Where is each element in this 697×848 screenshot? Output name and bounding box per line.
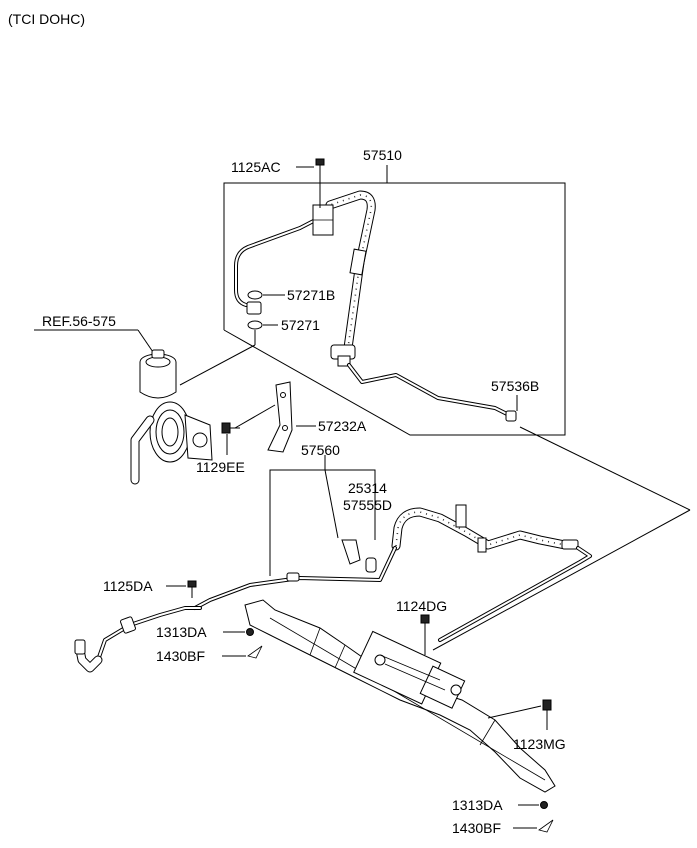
nut-1313da-b [540,801,548,809]
label-57271b: 57271B [287,287,335,303]
left-hose [74,606,202,673]
nut-1313da-a [246,628,254,636]
label-57271: 57271 [281,317,320,333]
label-1125da: 1125DA [103,578,153,594]
bolt-1123mg [487,699,552,730]
bracket-57232a [267,381,293,453]
return-hose-57560 [193,504,592,642]
gasket-57271 [247,320,263,330]
power-steering-pump [130,349,213,485]
pressure-hose-57510 [234,190,376,367]
label-57536b: 57536B [491,378,539,394]
pin-1430bf-a [247,645,263,659]
label-57555d: 57555D [343,497,392,513]
label-1124dg: 1124DG [396,598,447,614]
leader-57271-pump [179,344,256,386]
label-57510: 57510 [363,147,402,163]
bolt-1125da [187,580,197,598]
label-57560: 57560 [301,442,340,458]
variant-title: (TCI DOHC) [8,11,85,27]
label-ref-56-575: REF.56-575 [42,313,116,329]
leader-bolt-bracket [234,404,276,429]
bolt-1124dg [420,614,430,655]
bolt-1129ee [221,422,240,434]
label-1313da-a: 1313DA [156,624,207,640]
steering-gear-rack [244,599,556,793]
label-1125ac: 1125AC [231,159,281,175]
pin-1430bf-b [538,819,554,833]
label-1123mg: 1123MG [513,736,566,752]
label-1313da-b: 1313DA [452,797,503,813]
label-1430bf-b: 1430BF [452,820,501,836]
label-1430bf-a: 1430BF [156,648,205,664]
return-pipe [347,363,517,422]
leader-57536b-rack [519,426,691,511]
label-1129ee: 1129EE [196,459,245,475]
label-57232a: 57232A [318,418,367,434]
leader-57536b-rack-2 [432,509,691,651]
bolt-1125ac [315,158,325,208]
label-25314: 25314 [348,480,387,496]
group-57510-box [223,165,566,436]
group-57560-box [269,455,376,576]
gasket-57271b [247,290,263,300]
